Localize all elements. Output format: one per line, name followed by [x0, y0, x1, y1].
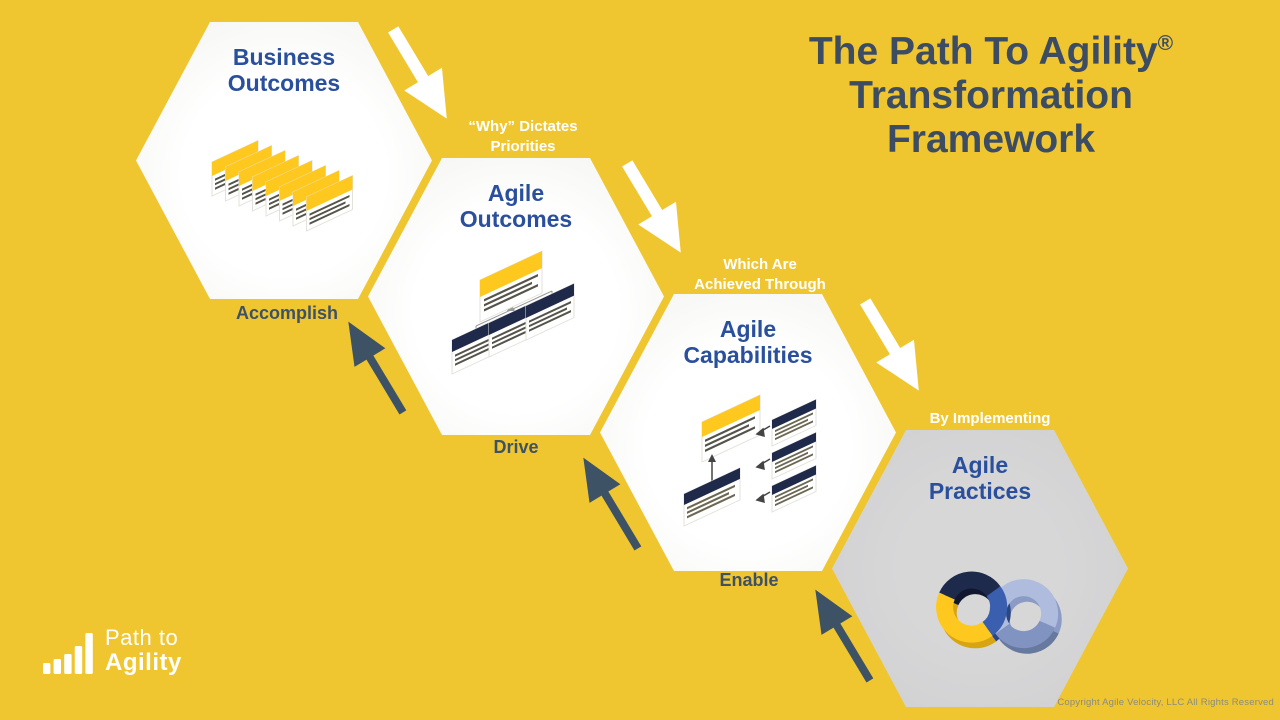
registered-mark: ® — [1157, 32, 1174, 55]
flow-label-why-dictates-priorities: “Why” Dictates Priorities — [468, 118, 578, 155]
hexagon-heading: Agile Capabilities — [683, 316, 813, 368]
page-title: The Path To Agility® Transformation Fram… — [715, 30, 1267, 162]
up-arrow-icon — [799, 573, 879, 693]
capability-map-icon — [676, 392, 826, 542]
title-line-1: The Path To Agility — [808, 30, 1158, 73]
flow-label-which-are-achieved-through: Which Are Achieved Through — [694, 256, 826, 293]
down-arrow-icon — [380, 18, 460, 130]
up-arrow-icon — [567, 441, 647, 561]
up-label-accomplish: Accomplish — [235, 303, 339, 323]
bar-chart-icon — [43, 633, 93, 674]
title-line-2: Transformation — [849, 74, 1133, 117]
up-label-enable: Enable — [719, 570, 779, 590]
up-arrow-icon — [332, 305, 412, 425]
logo-wordmark: Path to Agility — [105, 625, 182, 676]
org-chart-icon — [448, 248, 588, 378]
infinity-loop-icon — [926, 554, 1076, 666]
stacked-cards-icon — [211, 139, 362, 250]
flow-label-by-implementing: By Implementing — [929, 410, 1051, 427]
down-arrow-icon — [614, 152, 694, 264]
hexagon-heading: Business Outcomes — [227, 44, 341, 96]
down-arrow-icon — [852, 290, 932, 402]
up-label-drive: Drive — [493, 437, 539, 457]
path-to-agility-logo: Path to Agility — [42, 626, 182, 676]
hexagon-heading: Agile Outcomes — [459, 180, 573, 232]
hexagon-heading: Agile Practices — [928, 452, 1032, 504]
copyright-notice: Copyright Agile Velocity, LLC All Rights… — [1057, 697, 1274, 708]
title-line-3: Framework — [886, 118, 1096, 161]
